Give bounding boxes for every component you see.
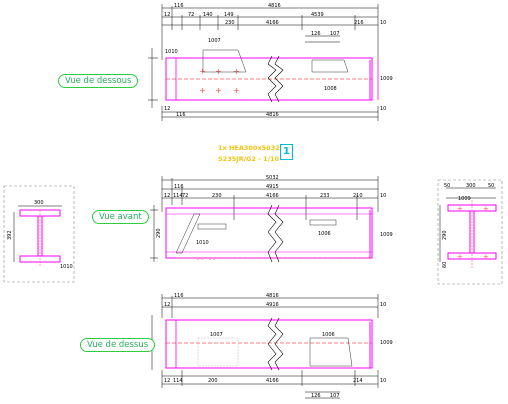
front-dim-f: 4166 <box>266 193 279 199</box>
front-dim-height: 290 <box>156 228 162 238</box>
left-section-height: 392 <box>7 230 13 240</box>
label-front-view: Vue avant <box>92 210 149 224</box>
front-view: - -- - <box>150 176 379 263</box>
svg-text:+: + <box>199 67 206 76</box>
front-dim-overall: 5032 <box>266 175 279 181</box>
title-block: 1x HEA300x5032 S235JR/G2 - 1/10 <box>218 144 298 172</box>
top-dim-h: 216 <box>354 20 364 26</box>
bottom-part-1009: 1009 <box>380 340 393 346</box>
bottom-dim-a: 116 <box>174 293 184 299</box>
top-dim-a: 116 <box>174 3 184 9</box>
top-dim-sub: 4539 <box>311 12 324 18</box>
top-dim-bottom-i: 10 <box>380 106 386 112</box>
svg-text:+: + <box>483 205 489 213</box>
top-dim-e: 149 <box>224 12 234 18</box>
left-section: 300 392 1010 <box>3 185 75 283</box>
front-dim-h: 210 <box>353 193 363 199</box>
top-dim-overall: 4816 <box>268 3 281 9</box>
title-line-2: S235JR/G2 - 1/10 <box>218 155 280 163</box>
bottom-dim-i: 10 <box>380 302 386 308</box>
top-dim-c: 72 <box>188 12 194 18</box>
right-section-w2: 300 <box>466 183 476 189</box>
bottom-dim-f: 4166 <box>266 378 279 384</box>
svg-text:+: + <box>215 86 222 95</box>
bottom-dim-b2: 12 <box>164 378 170 384</box>
front-part-1006: 1006 <box>318 231 331 237</box>
label-top-view: Vue de dessous <box>58 74 139 88</box>
top-dim-f: 230 <box>225 20 235 26</box>
top-dim-j: 126 <box>311 31 321 37</box>
bottom-part-1007: 1007 <box>210 332 223 338</box>
bottom-dim-overall: 4816 <box>266 293 279 299</box>
svg-text:+: + <box>483 253 489 261</box>
top-dim-bottom-overall: 4816 <box>266 112 279 118</box>
top-dim-i: 10 <box>380 20 386 26</box>
front-dim-total: 4915 <box>266 184 279 190</box>
top-part-1008: 1008 <box>324 86 337 92</box>
top-dim-bottom-a: 116 <box>176 112 186 118</box>
top-dim-b: 12 <box>164 12 170 18</box>
front-dim-i: 10 <box>380 193 386 199</box>
right-section-w3: 50 <box>488 183 494 189</box>
bottom-dim-j: 126 <box>311 393 321 399</box>
right-section: + + + + 50 300 50 290 60 1009 <box>437 179 503 285</box>
top-dim-bottom-b: 12 <box>164 106 170 112</box>
right-section-h1: 290 <box>442 230 448 240</box>
top-dim-k: 107 <box>330 31 340 37</box>
bottom-view <box>151 294 379 399</box>
bottom-dim-b: 12 <box>164 302 170 308</box>
bottom-part-1006: 1006 <box>322 332 335 338</box>
bottom-dim-c: 114 <box>173 378 183 384</box>
svg-text:+: + <box>199 86 206 95</box>
label-bottom-view: Vue de dessus <box>80 338 156 352</box>
svg-text:+: + <box>457 205 463 213</box>
right-section-h2: 60 <box>442 262 448 268</box>
top-view: + + + + + + <box>148 4 379 121</box>
right-section-w1: 50 <box>444 183 450 189</box>
part-mark: 1 <box>280 144 293 160</box>
left-section-part: 1010 <box>60 264 73 270</box>
front-dim-g: 233 <box>320 193 330 199</box>
svg-text:+: + <box>215 67 222 76</box>
top-dim-d: 140 <box>203 12 213 18</box>
top-part-1010: 1010 <box>165 49 178 55</box>
svg-text:+: + <box>233 86 240 95</box>
front-dim-e: 230 <box>212 193 222 199</box>
top-part-1007: 1007 <box>208 38 221 44</box>
svg-text:- -: - - <box>209 256 215 263</box>
front-dim-d: 72 <box>182 193 188 199</box>
bottom-dim-h: 214 <box>353 378 363 384</box>
front-part-1009: 1009 <box>380 232 393 238</box>
top-dim-g: 4166 <box>266 20 279 26</box>
front-part-1010: 1010 <box>196 240 209 246</box>
left-section-width: 300 <box>34 200 44 206</box>
right-section-part: 1009 <box>458 196 471 202</box>
bottom-dim-g: 200 <box>208 378 218 384</box>
bottom-dim-i2: 10 <box>380 378 386 384</box>
front-dim-c: 114 <box>173 193 183 199</box>
svg-text:+: + <box>233 67 240 76</box>
bottom-dim-k: 107 <box>330 393 340 399</box>
title-line-1: 1x HEA300x5032 <box>218 144 280 152</box>
top-part-1009: 1009 <box>380 76 393 82</box>
svg-text:+: + <box>457 253 463 261</box>
front-dim-b: 12 <box>164 193 170 199</box>
front-dim-a: 116 <box>174 184 184 190</box>
bottom-dim-sub: 4916 <box>266 302 279 308</box>
svg-text:- -: - - <box>197 256 203 263</box>
